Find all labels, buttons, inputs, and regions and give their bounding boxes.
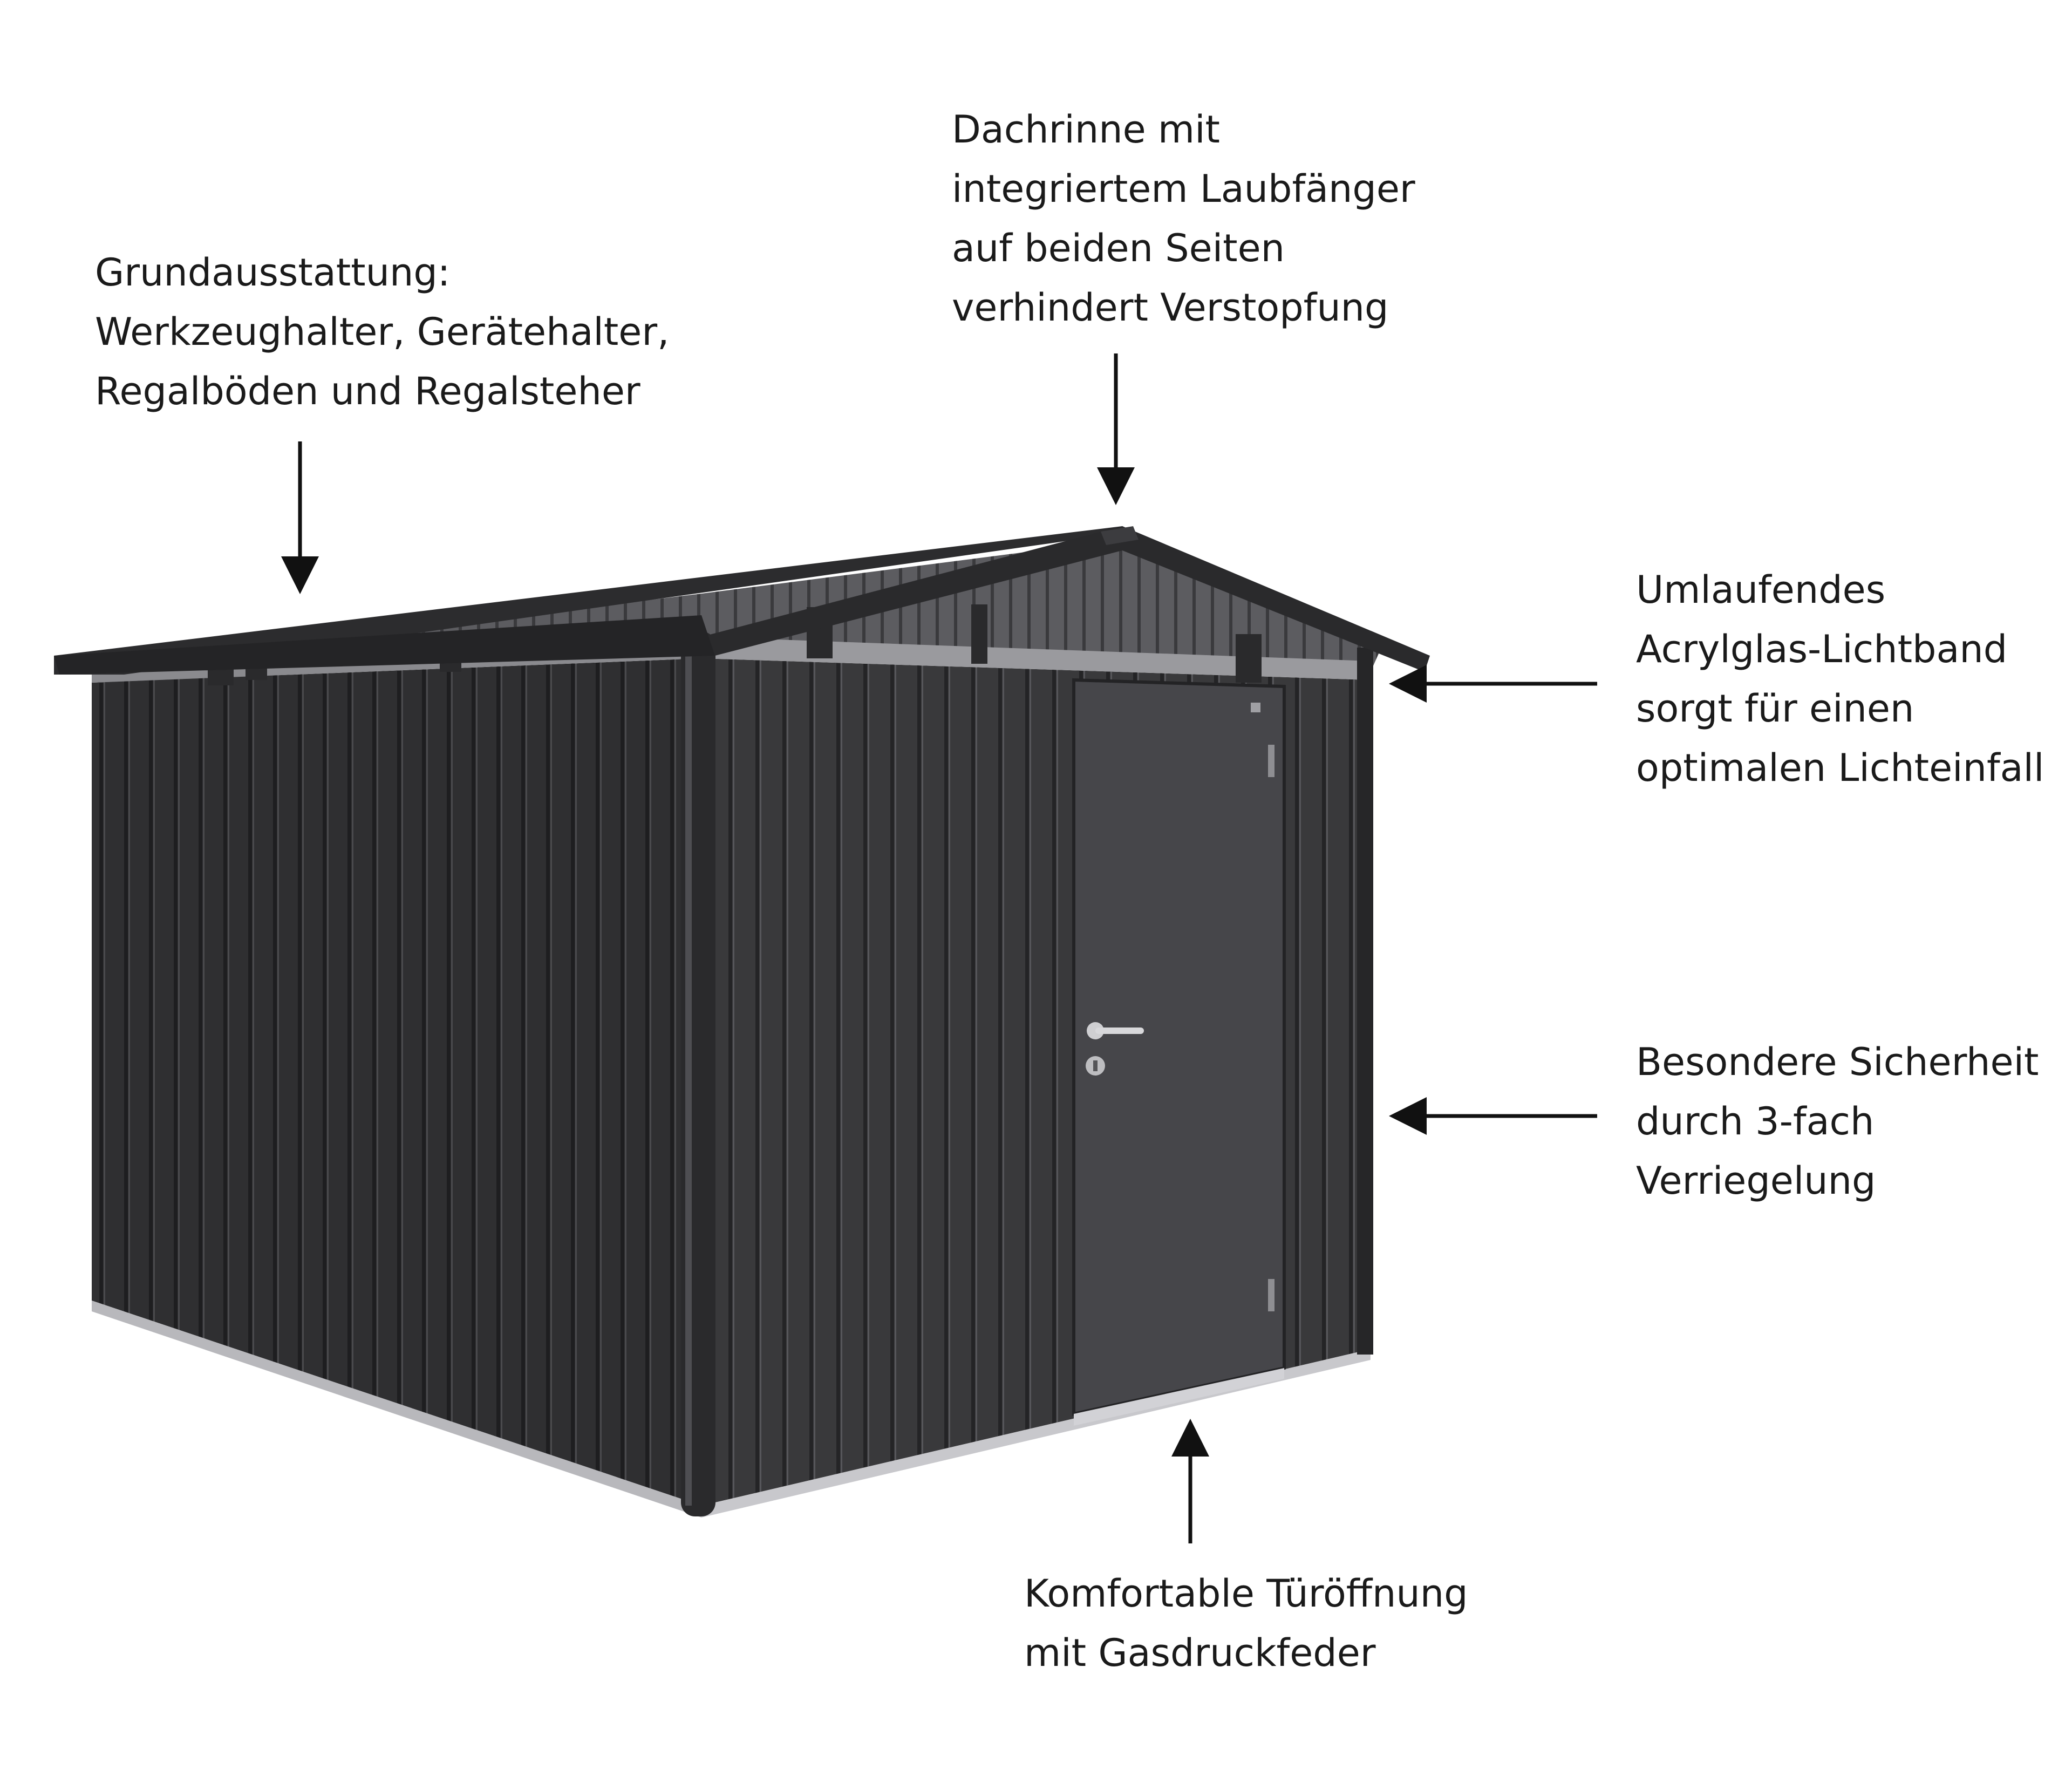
door-handle — [1095, 1028, 1144, 1034]
roof-front-edge — [701, 526, 1430, 672]
door-corner-mark — [1251, 703, 1260, 712]
door-threshold — [1074, 1368, 1284, 1426]
callout-line: Regalböden und Regalsteher — [95, 369, 640, 413]
callout-security: Besondere Sicherheit durch 3-fach Verrie… — [1636, 1032, 2039, 1210]
callout-line: integriertem Laubfänger — [952, 167, 1415, 211]
roof-top — [54, 526, 1133, 675]
roof-support-6 — [971, 604, 987, 664]
roof-support-5 — [1236, 634, 1262, 683]
shed-side-wall — [92, 658, 701, 1506]
callout-line: Werkzeughalter, Gerätehalter, — [95, 310, 670, 354]
callout-line: auf beiden Seiten — [952, 226, 1285, 270]
corner-post-highlight — [685, 642, 692, 1506]
callout-line: Komfortable Türöffnung — [1024, 1571, 1468, 1616]
front-light-band — [701, 637, 1371, 680]
callout-line: Umlaufendes — [1636, 568, 1886, 612]
shed-door — [1072, 678, 1286, 1416]
callout-line: sorgt für einen — [1636, 686, 1914, 731]
callout-line: optimalen Lichteinfall — [1636, 746, 2044, 790]
callout-door-opening: Komfortable Türöffnung mit Gasdruckfeder — [1024, 1564, 1468, 1683]
arrows — [281, 353, 1597, 1543]
callout-line: durch 3-fach — [1636, 1099, 1875, 1144]
callout-line: Verriegelung — [1636, 1159, 1876, 1203]
hinge-bottom — [1268, 1279, 1274, 1311]
hinge-top — [1268, 745, 1274, 777]
door-lock-slot — [1093, 1060, 1098, 1071]
callout-light-band: Umlaufendes Acrylglas-Lichtband sorgt fü… — [1636, 560, 2044, 798]
shed-illustration — [54, 526, 1430, 1518]
callout-line: verhindert Verstopfung — [952, 285, 1389, 330]
rear-post — [1357, 648, 1373, 1355]
callout-line: Dachrinne mit — [952, 107, 1221, 152]
ground-strip-side — [92, 1301, 701, 1518]
roof-gutter-edge — [54, 615, 715, 675]
callout-line: mit Gasdruckfeder — [1024, 1631, 1376, 1675]
callout-gutter: Dachrinne mit integriertem Laubfänger au… — [952, 100, 1415, 337]
callout-line: Acrylglas-Lichtband — [1636, 627, 2008, 671]
callout-line: Besondere Sicherheit — [1636, 1040, 2039, 1084]
callout-basic-equipment: Grundausstattung: Werkzeughalter, Geräte… — [95, 243, 669, 421]
callout-line: Grundausstattung: — [95, 250, 451, 295]
roof-ridge-cap — [1101, 526, 1139, 545]
